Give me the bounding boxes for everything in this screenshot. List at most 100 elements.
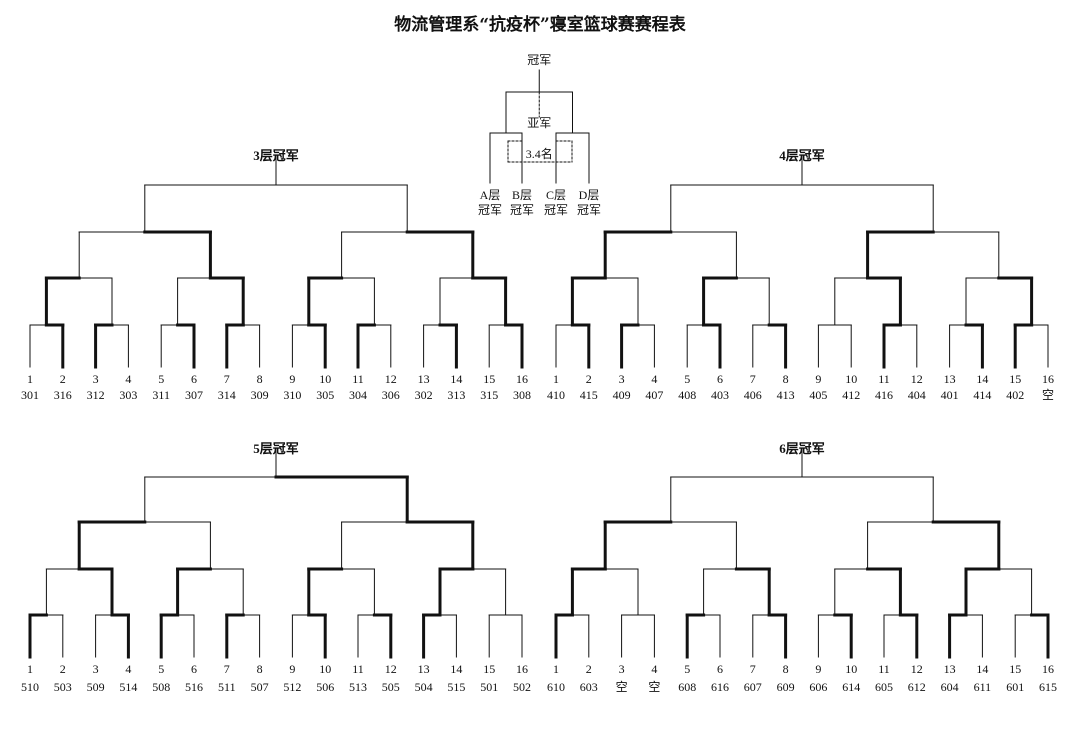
slot-number: 16 — [516, 662, 528, 676]
slot-number: 4 — [651, 372, 657, 386]
room-number: 501 — [480, 680, 498, 694]
champion-label: 冠军 — [527, 53, 551, 67]
room-number: 603 — [580, 680, 598, 694]
room-number: 608 — [678, 680, 696, 694]
slot-number: 11 — [878, 662, 890, 676]
slot-number: 9 — [815, 662, 821, 676]
slot-number: 7 — [750, 372, 756, 386]
room-number: 504 — [415, 680, 433, 694]
room-number: 311 — [152, 388, 170, 402]
room-number: 604 — [941, 680, 959, 694]
slot-number: 10 — [319, 372, 331, 386]
room-number: 614 — [842, 680, 860, 694]
slot-number: 16 — [516, 372, 528, 386]
room-number: 612 — [908, 680, 926, 694]
slot-number: 7 — [224, 372, 230, 386]
room-number: 516 — [185, 680, 203, 694]
room-number: 408 — [678, 388, 696, 402]
room-number: 316 — [54, 388, 72, 402]
room-number: 416 — [875, 388, 893, 402]
slot-number: 14 — [450, 662, 462, 676]
page-title: 物流管理系“抗疫杯”寝室篮球赛赛程表 — [394, 15, 686, 35]
slot-number: 1 — [553, 662, 559, 676]
slot-number: 6 — [717, 372, 723, 386]
slot-number: 4 — [651, 662, 657, 676]
slot-number: 6 — [191, 372, 197, 386]
final-seed-label: B层 — [512, 188, 532, 202]
bracket-title: 3层冠军 — [253, 148, 299, 163]
slot-number: 9 — [289, 372, 295, 386]
bracket-title: 6层冠军 — [779, 441, 825, 456]
slot-number: 11 — [878, 372, 890, 386]
slot-number: 3 — [619, 372, 625, 386]
final-seed-label: D层 — [579, 188, 600, 202]
room-number: 609 — [777, 680, 795, 694]
final-seed-label: 冠军 — [510, 203, 534, 217]
room-number: 414 — [973, 388, 991, 402]
room-number: 409 — [613, 388, 631, 402]
room-number: 402 — [1006, 388, 1024, 402]
slot-number: 6 — [191, 662, 197, 676]
slot-number: 15 — [1009, 662, 1021, 676]
final-seed-label: 冠军 — [478, 203, 502, 217]
slot-number: 4 — [125, 662, 131, 676]
bracket-title: 5层冠军 — [253, 441, 299, 456]
room-number: 308 — [513, 388, 531, 402]
slot-number: 5 — [158, 372, 164, 386]
room-number: 306 — [382, 388, 400, 402]
slot-number: 4 — [125, 372, 131, 386]
slot-number: 16 — [1042, 662, 1054, 676]
room-number: 307 — [185, 388, 203, 402]
slot-number: 8 — [783, 372, 789, 386]
slot-number: 8 — [783, 662, 789, 676]
slot-number: 14 — [976, 662, 988, 676]
room-number: 314 — [218, 388, 236, 402]
slot-number: 11 — [352, 372, 364, 386]
slot-number: 7 — [224, 662, 230, 676]
slot-number: 1 — [553, 372, 559, 386]
room-number: 空 — [1042, 388, 1054, 402]
room-number: 412 — [842, 388, 860, 402]
room-number: 507 — [251, 680, 269, 694]
room-number: 405 — [809, 388, 827, 402]
slot-number: 12 — [911, 662, 923, 676]
slot-number: 7 — [750, 662, 756, 676]
slot-number: 12 — [911, 372, 923, 386]
slot-number: 5 — [158, 662, 164, 676]
room-number: 607 — [744, 680, 762, 694]
room-number: 601 — [1006, 680, 1024, 694]
room-number: 401 — [941, 388, 959, 402]
slot-number: 5 — [684, 662, 690, 676]
slot-number: 14 — [450, 372, 462, 386]
slot-number: 3 — [93, 662, 99, 676]
room-number: 616 — [711, 680, 729, 694]
room-number: 515 — [447, 680, 465, 694]
slot-number: 12 — [385, 662, 397, 676]
room-number: 615 — [1039, 680, 1057, 694]
room-number: 310 — [283, 388, 301, 402]
slot-number: 1 — [27, 662, 33, 676]
room-number: 606 — [809, 680, 827, 694]
runner-up-label: 亚军 — [527, 116, 551, 130]
slot-number: 14 — [976, 372, 988, 386]
room-number: 508 — [152, 680, 170, 694]
bracket-title: 4层冠军 — [779, 148, 825, 163]
room-number: 605 — [875, 680, 893, 694]
room-number: 513 — [349, 680, 367, 694]
room-number: 511 — [218, 680, 236, 694]
room-number: 611 — [974, 680, 992, 694]
room-number: 312 — [87, 388, 105, 402]
slot-number: 15 — [483, 372, 495, 386]
slot-number: 2 — [60, 662, 66, 676]
slot-number: 15 — [483, 662, 495, 676]
slot-number: 3 — [619, 662, 625, 676]
slot-number: 12 — [385, 372, 397, 386]
room-number: 303 — [119, 388, 137, 402]
room-number: 610 — [547, 680, 565, 694]
room-number: 403 — [711, 388, 729, 402]
slot-number: 1 — [27, 372, 33, 386]
slot-number: 5 — [684, 372, 690, 386]
slot-number: 2 — [586, 662, 592, 676]
